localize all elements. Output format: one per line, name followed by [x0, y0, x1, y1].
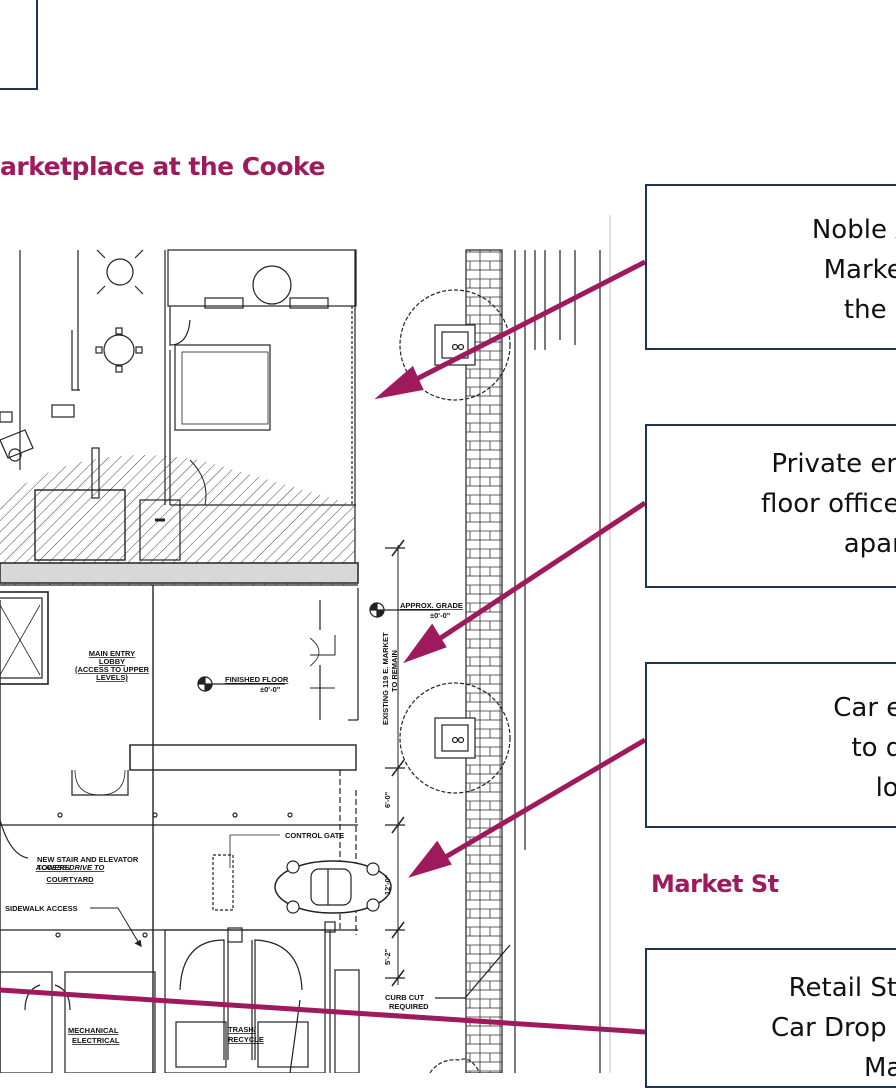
mechanical-label-2: ELECTRICAL — [72, 1036, 120, 1045]
floor-plan-drawing: MAIN ENTRY LOBBY (ACCESS TO UPPER LEVELS… — [0, 215, 645, 1073]
main-entry-label-1: MAIN ENTRY — [89, 649, 135, 658]
main-entry-label-4: LEVELS) — [96, 673, 128, 682]
finished-floor-label-1: FINISHED FLOOR — [225, 675, 289, 684]
main-entry-label-3: (ACCESS TO UPPER — [75, 665, 150, 674]
callout-arrowhead-2 — [403, 623, 447, 664]
trash-label-2: RECYCLE — [228, 1035, 264, 1044]
frame-box — [0, 0, 38, 90]
main-entry-label-2: LOBBY — [99, 657, 125, 666]
street-label: Market St — [651, 870, 779, 898]
callout-4-line-1: Retail Sto — [788, 973, 896, 1003]
callout-2-line-1: Private ent — [771, 449, 896, 479]
trash-label-1: TRASH/ — [228, 1025, 257, 1034]
callout-1-line-3: the C — [843, 295, 896, 325]
dim-6-label: 6'-0" — [383, 791, 392, 808]
callout-3-line-1: Car er — [833, 693, 896, 723]
callout-1-line-2: Market — [823, 255, 896, 285]
callout-arrow-3 — [435, 737, 645, 865]
sidewalk-access-label: SIDEWALK ACCESS — [5, 904, 78, 913]
callout-box-private-entrance: Private ent floor offices apart — [645, 424, 896, 588]
finished-floor-label-2: ±0'-0" — [260, 685, 281, 694]
stair-label-1: NEW STAIR AND ELEVATOR — [37, 855, 139, 864]
dim-12-label: 12'-0" — [383, 874, 392, 895]
callout-4-line-2: Car Drop C — [770, 1013, 896, 1043]
callout-2-line-2: floor offices — [760, 489, 896, 519]
approx-grade-label-1: APPROX. GRADE — [400, 601, 463, 610]
callout-3-line-3: loc — [875, 773, 896, 803]
callout-box-retail: Retail Sto Car Drop C Mar — [645, 948, 896, 1088]
page-title: arketplace at the Cooke — [0, 152, 325, 181]
callout-3-line-2: to dr — [851, 733, 896, 763]
control-gate-label: CONTROL GATE — [285, 831, 344, 840]
access-drive-label-1: ACCESS DRIVE TO — [35, 863, 105, 872]
callout-arrow-2 — [428, 500, 645, 648]
access-drive-label-2: COURTYARD — [46, 875, 94, 884]
callout-box-noble: Noble A Market the C — [645, 184, 896, 350]
curb-cut-label-1: CURB CUT — [385, 993, 425, 1002]
approx-grade-label-2: ±0'-0" — [430, 611, 451, 620]
callout-arrowhead-1 — [374, 365, 424, 400]
dim-5-label: 5'-2" — [383, 948, 392, 965]
callout-arrow-1 — [403, 259, 645, 388]
callout-4-line-3: Mar — [863, 1053, 896, 1083]
curb-cut-label-2: REQUIRED — [389, 1002, 429, 1011]
callout-arrow-4 — [0, 987, 645, 1035]
callout-box-car-entry: Car er to dr loc — [645, 662, 896, 828]
callout-arrowhead-3 — [408, 840, 452, 878]
callout-1-line-1: Noble A — [811, 215, 896, 245]
stair-label-2: TOWERS — [37, 863, 70, 872]
existing-label-2: TO REMAIN — [390, 650, 399, 692]
mechanical-label-1: MECHANICAL — [68, 1026, 119, 1035]
callout-2-line-3: apart — [843, 529, 896, 559]
existing-label-1: EXISTING 119 E. MARKET — [381, 632, 390, 725]
